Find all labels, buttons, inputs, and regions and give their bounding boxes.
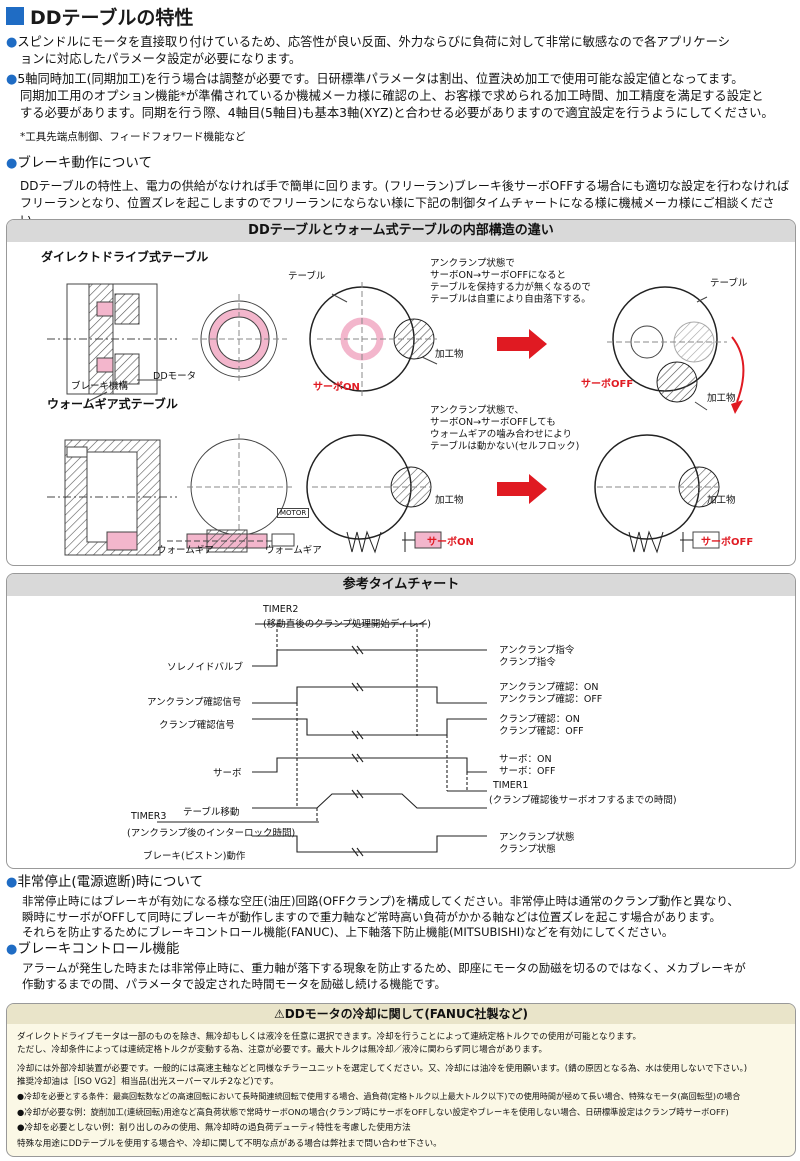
- bullet-1-line-1: スピンドルにモータを直接取り付けているため、応答性が良い反面、外力ならびに負荷に…: [17, 35, 730, 49]
- cooling-header: ⚠DDモータの冷却に関して(FANUC社製など): [7, 1004, 795, 1024]
- cooling-line-3: 冷却には外部冷却装置が必要です。一般的には高速主軸などと同様なチラーユニットを選…: [17, 1064, 748, 1074]
- bullet-2-line-1: 5軸同時加工(同期加工)を行う場合は調整が必要です。日研標準パラメータは割出、位…: [17, 72, 744, 86]
- worm-title: ウォームギア式テーブル: [47, 397, 178, 411]
- timer3-label: TIMER3: [131, 811, 167, 822]
- dd-title: ダイレクトドライブ式テーブル: [41, 250, 209, 264]
- footnote: *工具先端点制御、フィードフォワード機能など: [20, 131, 246, 143]
- diagram-svg: [47, 282, 745, 556]
- bullet-1-line-2: ョンに対応したパラメータ設定が必要になります。: [20, 52, 302, 66]
- estop-heading: ●非常停止(電源遮断)時について: [6, 874, 203, 890]
- signal-unclamp-confirm: [252, 686, 487, 704]
- worm-cross-section: [47, 439, 177, 556]
- row-unclamp-confirm: アンクランプ確認信号: [147, 697, 242, 708]
- label-wormgear-2: ウォームギア: [265, 545, 322, 556]
- bullet-dot-icon: ●: [6, 875, 18, 890]
- dd-arrow-icon: [497, 329, 547, 359]
- label-table-2: テーブル: [710, 278, 748, 289]
- cooling-note-box: ⚠DDモータの冷却に関して(FANUC社製など) ダイレクトドライブモータは一部…: [6, 1003, 796, 1157]
- row-brake-states: アンクランプ状態クランプ状態: [499, 832, 575, 855]
- brakectl-text: アラームが発生した時または非常停止時に、重力軸が落下する現象を防止するため、即座…: [22, 961, 746, 991]
- diagram-header: DDテーブルとウォーム式テーブルの内部構造の違い: [7, 220, 795, 242]
- row-clamp-confirm: クランプ確認信号: [159, 720, 235, 731]
- signal-servo: [252, 757, 487, 773]
- timer3-desc: (アンクランプ後のインターロック時間): [127, 828, 296, 839]
- brake-text: DDテーブルの特性上、電力の供給がなければ手で簡単に回ります。(フリーラン)ブレ…: [20, 179, 790, 227]
- label-brake: ブレーキ機構: [71, 381, 129, 392]
- label-work-1: 加工物: [435, 349, 464, 360]
- signal-solenoid: [252, 649, 487, 667]
- worm-table-servo-on: [306, 434, 442, 554]
- page-title: DDテーブルの特性: [6, 2, 193, 30]
- label-wormgear-1: ウォームギア: [157, 545, 214, 556]
- dd-cross-section: [47, 283, 177, 403]
- label-servo-on-1: サーボON: [313, 382, 360, 393]
- title-text: DDテーブルの特性: [30, 6, 194, 29]
- dd-table-servo-off: [607, 286, 745, 414]
- cooling-line-2: ただし、冷却条件によっては連続定格トルクが変動する為、注意が必要です。最大トルク…: [17, 1045, 548, 1055]
- label-servo-off-2: サーボOFF: [701, 537, 754, 548]
- timechart-svg: [157, 623, 487, 857]
- timer1-desc: (クランプ確認後サーボオフするまでの時間): [489, 795, 677, 806]
- label-motor: MOTOR: [277, 508, 310, 518]
- cooling-line-8: 特殊な用途にDDテーブルを使用する場合や、冷却に関して不明な点がある場合は弊社ま…: [17, 1139, 442, 1149]
- row-table-move: テーブル移動: [183, 807, 240, 818]
- row-solenoid: ソレノイドバルブ: [167, 662, 244, 673]
- timer2-label: TIMER2: [263, 604, 299, 615]
- structure-diagram: DDテーブルとウォーム式テーブルの内部構造の違い: [6, 219, 796, 566]
- worm-table-servo-off: [594, 434, 722, 554]
- dd-note: アンクランプ状態で サーボON→サーボOFFになると テーブルを保持する力が無く…: [430, 258, 591, 305]
- cooling-line-5: ●冷却を必要とする条件：最高回転数などの高速回転において長時間連続回転で使用する…: [17, 1091, 741, 1101]
- timer2-desc: (移動直後のクランプ処理開始ディレイ): [263, 619, 431, 630]
- label-servo-on-2: サーボON: [427, 537, 474, 548]
- time-chart: 参考タイムチャート: [6, 573, 796, 869]
- cooling-line-7: ●冷却を必要としない例：割り出しのみの使用、無冷却時の過負荷デューティ特性を考慮…: [17, 1123, 411, 1133]
- signal-brake: [252, 835, 487, 853]
- bullet-dot-icon: ●: [6, 942, 18, 957]
- bullet-2-line-3: する必要があります。同期を行う際、4軸目(5軸目)も基本3軸(XYZ)と合わせる…: [20, 106, 774, 120]
- row-brake: ブレーキ(ピストン)動作: [143, 851, 246, 862]
- brakectl-heading: ●ブレーキコントロール機能: [6, 941, 180, 957]
- label-table-1: テーブル: [288, 271, 326, 282]
- cooling-line-4: 推奨冷却油は［ISO VG2］相当品(出光スーパーマルチ2など)です。: [17, 1077, 279, 1087]
- worm-note: アンクランプ状態で、 サーボON→サーボOFFしても ウォームギアの噛み合わせに…: [430, 405, 580, 452]
- row-servo: サーボ: [213, 768, 242, 779]
- bullet-sync: ●5軸同時加工(同期加工)を行う場合は調整が必要です。日研標準パラメータは割出、…: [6, 71, 796, 122]
- label-ddmotor: DDモータ: [153, 371, 197, 382]
- label-work-2: 加工物: [707, 393, 736, 404]
- label-work-4: 加工物: [707, 495, 736, 506]
- signal-clamp-confirm: [252, 718, 487, 736]
- worm-gear-front-view: [167, 434, 295, 553]
- title-square-icon: [6, 7, 24, 25]
- bullet-spindle: ●スピンドルにモータを直接取り付けているため、応答性が良い反面、外力ならびに負荷…: [6, 34, 796, 68]
- bullet-dot-icon: ●: [6, 72, 18, 87]
- dd-ring-front-view: [192, 294, 287, 384]
- estop-text: 非常停止時にはブレーキが有効になる様な空圧(油圧)回路(OFFクランプ)を構成し…: [22, 894, 739, 939]
- label-servo-off-1: サーボOFF: [581, 379, 634, 390]
- dd-table-servo-on: [309, 282, 438, 397]
- bullet-2-line-2: 同期加工用のオプション機能*が準備されているか機械メーカ様に確認の上、お客様で求…: [20, 89, 764, 103]
- cooling-line-1: ダイレクトドライブモータは一部のものを除き、無冷却もしくは液冷を任意に選択できま…: [17, 1032, 642, 1042]
- brake-heading: ●ブレーキ動作について: [6, 155, 152, 171]
- label-work-3: 加工物: [435, 495, 464, 506]
- signal-table-move: [252, 793, 487, 809]
- row-solenoid-states: アンクランプ指令クランプ指令: [499, 645, 575, 668]
- bullet-dot-icon: ●: [6, 35, 18, 50]
- timechart-header: 参考タイムチャート: [7, 574, 795, 596]
- timer1-label: TIMER1: [493, 780, 529, 791]
- worm-arrow-icon: [497, 474, 547, 504]
- bullet-dot-icon: ●: [6, 156, 18, 171]
- cooling-line-6: ●冷却が必要な例：旋削加工(連続回転)用途など高負荷状態で常時サーボONの場合(…: [17, 1107, 729, 1117]
